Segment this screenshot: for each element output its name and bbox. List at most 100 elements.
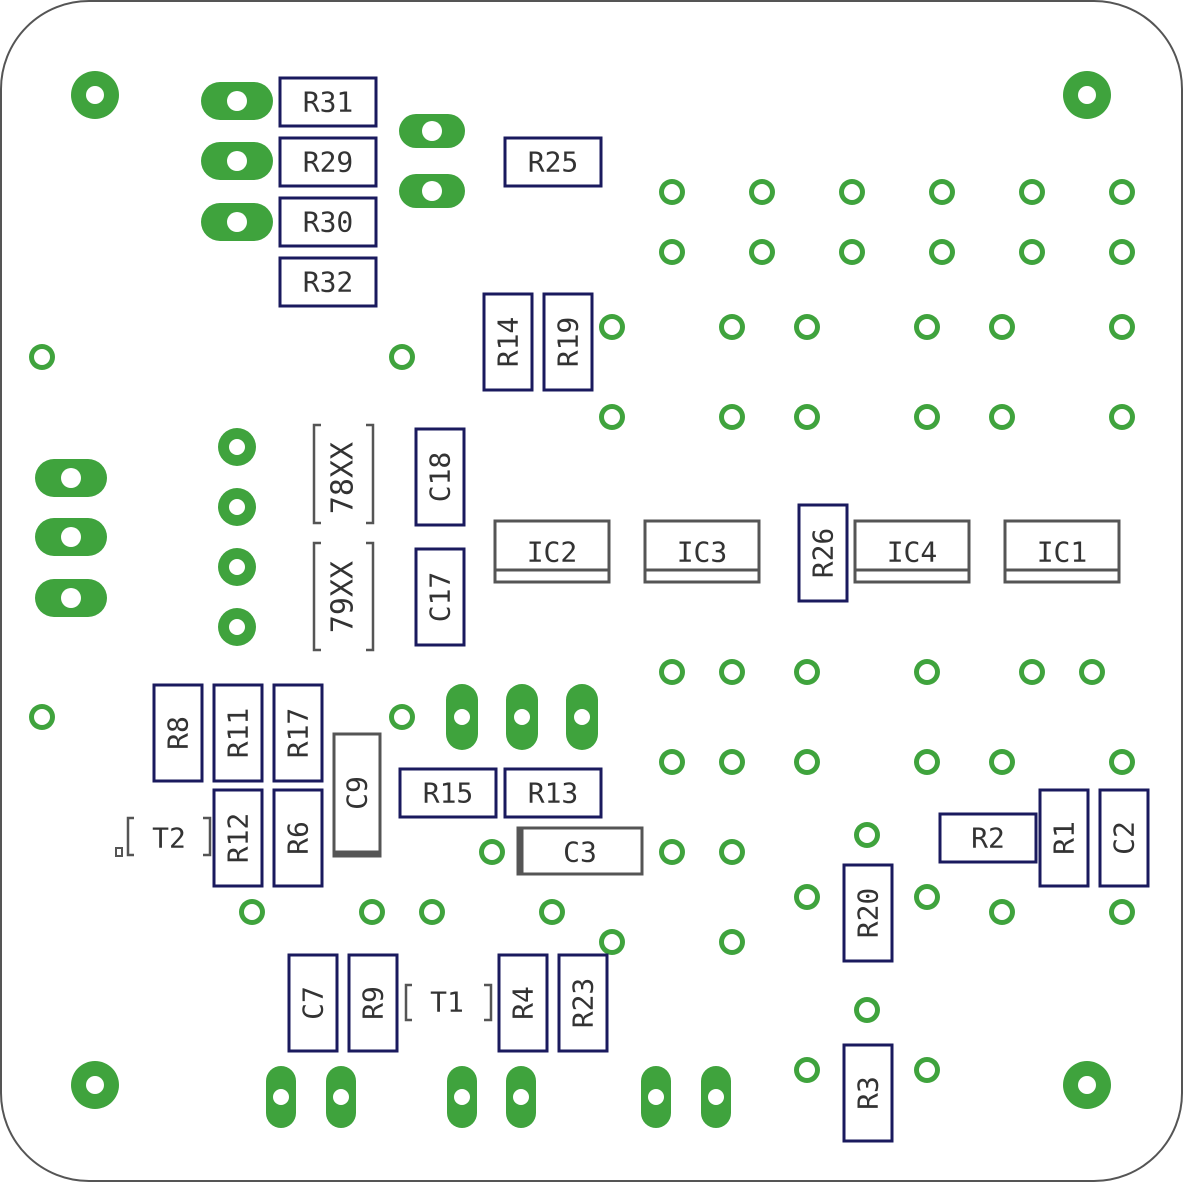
transistor-t2: T2 [115,816,212,857]
pad [71,71,119,119]
via-pad [794,884,820,910]
via-pad [914,404,940,430]
footprint-outline [1098,788,1150,888]
resistor-r9: R9 [347,953,399,1053]
via-pad [929,179,955,205]
oval-pad [399,114,465,148]
resistor-r32: R32 [278,256,378,308]
footprint-outline [212,683,264,783]
resistor-r14: R14 [482,292,534,392]
footprint-outline [938,812,1038,864]
via-pad [659,239,685,265]
transistor-label: T1 [430,986,464,1019]
resistor-r19: R19 [542,292,594,392]
resistor-r20: R20 [842,863,894,963]
resistor-c18: C18 [414,427,466,527]
footprint-outline [278,76,378,128]
via-pad [1019,659,1045,685]
via-pad [794,659,820,685]
pad [1063,1061,1111,1109]
via-pad [989,314,1015,340]
component-label: R13 [528,777,579,810]
resistor-r23: R23 [557,953,609,1053]
via-pad [719,404,745,430]
via-pad [839,179,865,205]
oval-pad [506,1066,536,1128]
resistor-r26: R26 [797,503,849,603]
resistor-r31: R31 [278,76,378,128]
via-pad [794,1057,820,1083]
component-label: R32 [303,266,354,299]
via-pad [1109,314,1135,340]
pad-layer [29,71,1135,1128]
via-pad [794,749,820,775]
via-pad [989,404,1015,430]
component-label: R12 [222,813,255,864]
component-label: C17 [424,572,457,623]
component-label: R23 [567,978,600,1029]
resistor-r13: R13 [503,767,603,819]
regulator-78xx: 78XX [312,423,375,525]
oval-pad [35,459,107,497]
pad [218,548,256,586]
component-label: R2 [971,822,1005,855]
via-pad [914,659,940,685]
oval-pad [266,1066,296,1128]
regulator-outline [366,423,375,525]
resistor-r17: R17 [272,683,324,783]
via-pad [749,179,775,205]
oval-pad [201,203,273,241]
resistor-r1: R1 [1038,788,1090,888]
via-pad [914,314,940,340]
footprint-outline [278,196,378,248]
via-pad [719,659,745,685]
footprint-outline [152,683,204,783]
via-pad [359,899,385,925]
via-pad [29,344,55,370]
regulator-outline [312,541,321,652]
capacitor-label: C3 [563,836,597,869]
via-pad [389,704,415,730]
oval-pad [506,684,538,750]
via-pad [29,704,55,730]
oval-pad [35,518,107,556]
via-pad [1109,899,1135,925]
resistor-r25: R25 [503,136,603,188]
capacitor-c9: C9 [332,732,382,858]
via-pad [1109,404,1135,430]
pad [218,488,256,526]
footprint-outline [278,136,378,188]
component-label: R8 [162,716,195,750]
component-label: R26 [807,528,840,579]
footprint-outline [503,136,603,188]
component-label: R9 [357,986,390,1020]
footprint-outline [497,953,549,1053]
pad [1063,71,1111,119]
ic-ic2: IC2 [493,519,611,584]
component-label: R30 [303,206,354,239]
footprint-outline [842,1043,894,1143]
transistor-label: T2 [152,822,186,855]
regulator-79xx: 79XX [312,541,375,652]
footprint-outline [278,256,378,308]
footprint-outline [287,953,339,1053]
via-pad [719,749,745,775]
resistor-r6: R6 [272,788,324,888]
component-label: C7 [297,986,330,1020]
footprint-outline [272,683,324,783]
resistor-r8: R8 [152,683,204,783]
via-pad [719,314,745,340]
component-label: R6 [282,821,315,855]
via-pad [914,1057,940,1083]
pad [71,1061,119,1109]
component-label: R4 [507,986,540,1020]
ic-ic3: IC3 [643,519,761,584]
component-label: C18 [424,452,457,503]
footprint-outline [542,292,594,392]
ic-label: IC3 [677,536,728,569]
component-label: R14 [492,317,525,368]
capacitor-label: C9 [341,776,374,810]
via-pad [659,749,685,775]
